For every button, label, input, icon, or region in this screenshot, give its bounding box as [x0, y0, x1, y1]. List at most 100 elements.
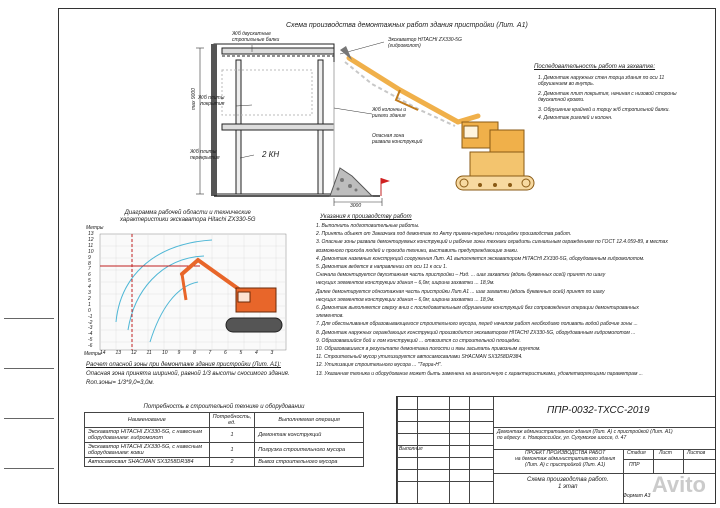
y-tick-label: -1 — [88, 313, 93, 320]
main-title: Схема производства демонтажных работ зда… — [286, 22, 528, 29]
sequence-item-3: 3. Обрушение крайней и торцу ж/б стропил… — [538, 107, 670, 113]
diagram-title: Диаграмма рабочей области и технические … — [120, 210, 256, 223]
building-section — [211, 43, 380, 197]
label-crane: 2 КН — [262, 150, 280, 159]
diagram-xlabel: Метры — [84, 351, 102, 357]
equipment-header-operation: Выполняемая операция — [254, 412, 364, 428]
object-description: Демонтаж административного здания (Лит. … — [497, 429, 673, 441]
x-tick-label: 9 — [177, 350, 181, 356]
y-tick-label: 12 — [88, 236, 94, 243]
equipment-title: Потребность в строительной технике и обо… — [143, 404, 305, 410]
equipment-table: Потребность в строительной технике и обо… — [84, 402, 364, 467]
equipment-cell: Погрузка строительного мусора — [254, 442, 364, 458]
sheets-header: Листов — [687, 450, 706, 456]
drawing-code: ППР-0032-ТХСС-2019 — [547, 405, 650, 416]
note-line: Далее демонтируется одноэтажная часть пр… — [316, 288, 605, 295]
x-tick-label: 6 — [224, 350, 227, 356]
stage-value: ППР — [629, 462, 640, 468]
sequence-item-2: 2. Демонтаж плит покрытия, начиная с низ… — [538, 91, 677, 103]
format-label: Формат А3 — [623, 493, 651, 499]
sequence-item-1: 1. Демонтаж наружных стен торца здания п… — [538, 75, 665, 87]
x-tick-label: 5 — [239, 350, 243, 356]
label-floor-slab: Ж/б плиты перекрытия — [190, 149, 220, 161]
label-width-dim: 3000 — [350, 203, 362, 209]
work-area-diagram — [99, 233, 287, 351]
notes-title: Указания к производству работ — [320, 214, 412, 220]
note-line: 6. Демонтаж выполняется сверху вниз с по… — [316, 305, 639, 311]
x-tick-label: 8 — [193, 350, 196, 356]
calc-line-2: Опасная зона принята шириной, равной 1/3… — [86, 371, 290, 377]
note-line: 7. Для обеспыливания образовывающегося с… — [316, 321, 638, 328]
x-tick-label: 14 — [100, 350, 106, 356]
note-line: 8. Демонтаж наружных ограждающих констру… — [316, 329, 636, 336]
y-tick-label: 11 — [88, 242, 94, 249]
x-tick-label: 10 — [162, 350, 168, 356]
y-tick-label: 7 — [88, 266, 91, 273]
equipment-cell: Экскаватор HITACHI ZX330-5G, с навесным … — [84, 442, 210, 458]
y-tick-label: 9 — [88, 254, 91, 261]
label-columns: Ж/б колонны и ригели здания — [372, 107, 407, 119]
x-tick-label: 13 — [115, 350, 122, 356]
note-line: 10. Образовавшиеся в результате демонтаж… — [316, 346, 541, 352]
note-line: 12. Утилизация строительного мусора ... … — [316, 362, 443, 369]
performed-label: Выполнил — [399, 446, 423, 452]
note-line: Сначала демонтируется двухэтажная часть … — [316, 272, 606, 279]
rubble-pile — [329, 167, 374, 197]
note-line: несущих элементов конструкции здания – 6… — [316, 296, 495, 303]
equipment-header-qty: Потребность, ед. — [208, 412, 256, 428]
note-line: элементов. — [316, 313, 344, 320]
project-title: ПРОЕКТ ПРОИЗВОДСТВА РАБОТ на демонтаж ад… — [515, 450, 616, 468]
label-height-dim: max 9000 — [191, 88, 197, 110]
table-row: Экскаватор HITACHI ZX330-5G, с навесным … — [84, 427, 364, 443]
note-line: 9. Образовавшийся бой и лом конструкций … — [316, 337, 521, 344]
equipment-cell: 1 — [208, 427, 256, 443]
title-block: ППР-0032-ТХСС-2019 Демонтаж администрати… — [396, 396, 715, 503]
diagram-excavator — [180, 257, 283, 333]
sequence-title: Последовательность работ на захватке: — [534, 64, 656, 70]
y-tick-label: 10 — [88, 248, 94, 255]
note-line: 5. Демонтаж ведется в направлении от оси… — [316, 264, 448, 270]
x-tick-label: 4 — [255, 350, 258, 356]
x-tick-label: 3 — [270, 350, 274, 356]
table-row: Экскаватор HITACHI ZX330-5G, с навесным … — [84, 442, 364, 458]
equipment-cell: Экскаватор HITACHI ZX330-5G, с навесным … — [84, 427, 210, 443]
equipment-cell: Демонтаж конструкций — [254, 427, 364, 443]
watermark: Avito — [651, 472, 706, 497]
y-tick-label: 1 — [88, 301, 91, 308]
y-tick-label: 2 — [88, 295, 91, 302]
x-tick-label: 7 — [208, 350, 212, 356]
label-beams: Ж/б двускатные стропильные балки — [232, 31, 280, 43]
y-tick-label: -2 — [88, 319, 93, 326]
note-line: 4. Демонтаж наземных конструкций сооруже… — [316, 255, 645, 262]
y-tick-label: -6 — [88, 343, 93, 350]
dimension-lines — [196, 47, 383, 206]
y-tick-label: -4 — [88, 331, 93, 338]
y-tick-label: 6 — [88, 272, 91, 279]
note-line: 2. Принять объект от Заказчика под демон… — [316, 231, 572, 238]
y-tick-label: -3 — [88, 325, 93, 332]
sequence-item-4: 4. Демонтаж ригелей и колонн. — [538, 115, 613, 121]
left-margin-stamps — [4, 8, 54, 502]
equipment-cell: Вывоз строительного мусора — [254, 457, 364, 467]
note-line: 1. Выполнить подготовительные работы. — [316, 223, 420, 229]
calc-line-3: Rоп.зоны= 1/3*9,0=3,0м. — [86, 380, 155, 386]
danger-flag — [380, 178, 390, 196]
label-roof-slab: Ж/б плиты покрытия — [198, 95, 225, 107]
note-line: 3. Опасные зоны развала демонтируемых ко… — [316, 239, 668, 246]
note-line: 13. Указанная техника и оборудование мож… — [316, 370, 643, 377]
drawing-name: Схема производства работ. 1 этап — [527, 477, 609, 490]
excavator-illustration — [340, 46, 535, 191]
y-tick-label: 0 — [88, 307, 91, 314]
stage-header: Стадия — [627, 450, 646, 456]
diagram-ylabel: Метры — [86, 225, 104, 231]
equipment-header-name: Наименование — [84, 412, 210, 428]
calc-line-1: Расчет опасной зоны при демонтаже здания… — [86, 362, 281, 368]
note-line: возможного прохода людей и проезда техни… — [316, 247, 519, 254]
leader-lines — [235, 41, 385, 159]
label-danger-zone: Опасная зона развала конструкций — [372, 133, 423, 145]
note-line: 11. Строительный мусор утилизируется авт… — [316, 354, 523, 361]
y-tick-label: 3 — [88, 290, 91, 296]
y-tick-label: 8 — [88, 260, 91, 267]
x-tick-label: 12 — [131, 350, 137, 356]
